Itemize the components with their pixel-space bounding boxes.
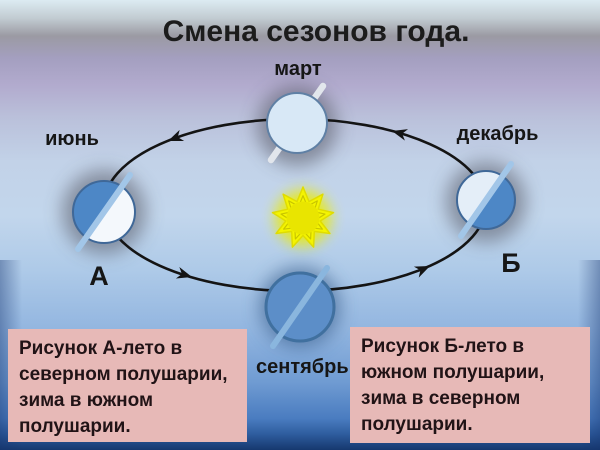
orbit-direction-arrows — [168, 129, 430, 279]
label-september: сентябрь — [256, 356, 349, 378]
label-december: декабрь — [456, 123, 539, 145]
earth-december — [456, 161, 516, 239]
label-june: июнь — [45, 128, 99, 150]
earth-september — [264, 265, 336, 349]
label-position-b: Б — [501, 248, 521, 278]
slide-title: Смена сезонов года. — [162, 15, 470, 48]
earth-march — [266, 82, 328, 164]
sun-icon — [271, 186, 335, 248]
label-march: март — [274, 58, 322, 80]
caption-figure-a: Рисунок А-лето в северном полушарии, зим… — [8, 329, 247, 442]
caption-figure-b: Рисунок Б-лето в южном полушарии, зима в… — [350, 327, 590, 443]
label-position-a: А — [89, 261, 109, 291]
earth-june — [72, 172, 136, 252]
